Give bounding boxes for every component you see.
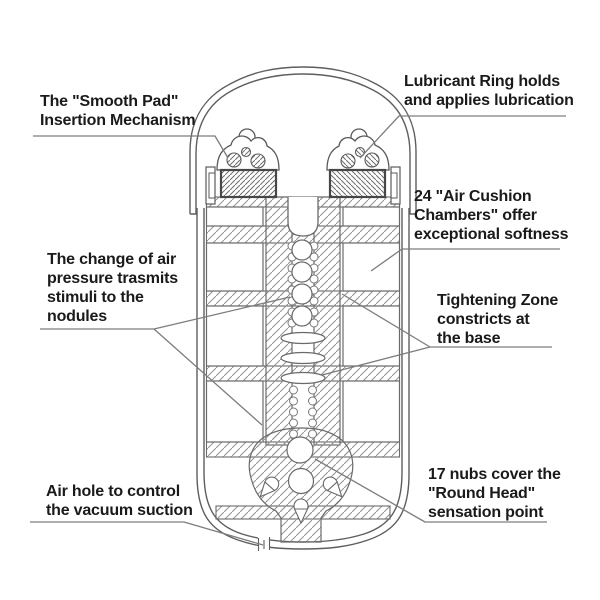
device-cap-outline bbox=[189, 66, 417, 215]
leader-tightening-b bbox=[321, 346, 431, 376]
label-line: nodules bbox=[47, 308, 107, 325]
leader-lines bbox=[30, 115, 566, 546]
label-line: Chambers" offer bbox=[414, 207, 537, 224]
label-line: The "Smooth Pad" bbox=[40, 93, 179, 110]
core-columns bbox=[265, 196, 341, 446]
insertion-channel bbox=[259, 197, 343, 525]
label-lubricant-ring: Lubricant Ring holds and applies lubrica… bbox=[404, 72, 574, 110]
label-line: Tightening Zone bbox=[437, 292, 559, 309]
label-line: The change of air bbox=[47, 251, 177, 268]
air-hole-notch bbox=[257, 535, 271, 552]
label-line: and applies lubrication bbox=[404, 92, 574, 109]
label-line: constricts at bbox=[437, 311, 530, 328]
label-line: "Round Head" bbox=[428, 485, 535, 502]
air-cushion-chambers bbox=[205, 206, 401, 443]
leader-nubs bbox=[314, 458, 547, 523]
insertion-mouth bbox=[287, 197, 319, 237]
label-nubs: 17 nubs cover the "Round Head" sensation… bbox=[428, 465, 561, 522]
label-air-hole: Air hole to control the vacuum suction bbox=[46, 482, 193, 520]
leader-air-hole bbox=[30, 521, 264, 546]
label-air-pressure: The change of air pressure trasmits stim… bbox=[47, 250, 178, 326]
label-line: Lubricant Ring holds bbox=[404, 73, 560, 90]
tightening-discs bbox=[280, 331, 326, 385]
label-line: exceptional softness bbox=[414, 226, 569, 243]
label-line: Air hole to control bbox=[46, 483, 180, 500]
smooth-pad-module-left bbox=[205, 128, 280, 205]
core-air-circles bbox=[291, 239, 313, 327]
label-line: Insertion Mechanism bbox=[40, 112, 196, 129]
label-smooth-pad: The "Smooth Pad" Insertion Mechanism bbox=[40, 92, 196, 130]
label-tightening-zone: Tightening Zone constricts at the base bbox=[437, 291, 558, 348]
leader-air-pressure-b bbox=[153, 328, 263, 426]
label-line: 24 "Air Cushion bbox=[414, 188, 532, 205]
label-line: 17 nubs cover the bbox=[428, 466, 561, 483]
nub-cutouts bbox=[259, 476, 343, 525]
leader-air-cushion bbox=[370, 248, 560, 272]
leader-smooth-pad bbox=[33, 135, 229, 159]
label-line: the base bbox=[437, 330, 501, 347]
round-head-circles bbox=[286, 436, 315, 495]
label-line: stimuli to the bbox=[47, 289, 144, 306]
label-air-cushion: 24 "Air Cushion Chambers" offer exceptio… bbox=[414, 187, 568, 244]
label-line: sensation point bbox=[428, 504, 544, 521]
label-line: pressure trasmits bbox=[47, 270, 178, 287]
label-line: the vacuum suction bbox=[46, 502, 193, 519]
lubricant-ring-module-right bbox=[326, 128, 401, 205]
leader-lubricant-ring bbox=[359, 115, 566, 159]
